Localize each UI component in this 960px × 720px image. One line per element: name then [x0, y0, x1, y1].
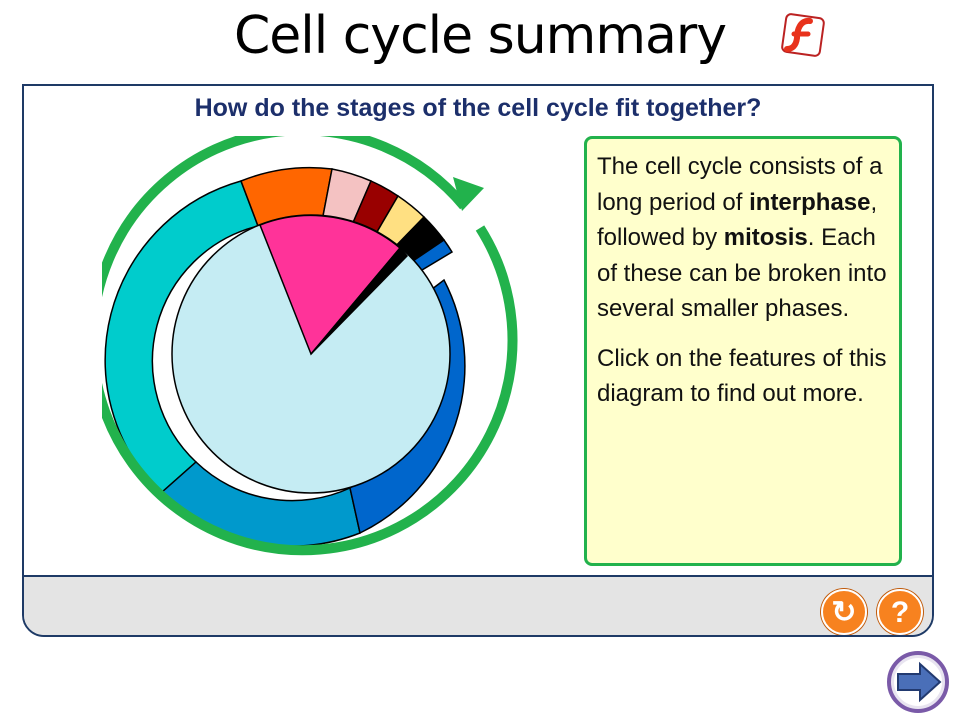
next-button[interactable] [886, 650, 950, 714]
content-panel: How do the stages of the cell cycle fit … [22, 84, 934, 637]
cycle-arrow-head [453, 177, 484, 211]
info-paragraph-1: The cell cycle consists of a long period… [597, 153, 887, 322]
cycle-arrow[interactable] [102, 136, 518, 556]
flash-logo-icon [781, 13, 825, 57]
reset-button[interactable]: ↻ [821, 589, 867, 635]
reset-icon: ↻ [831, 596, 857, 629]
next-arrow-icon [897, 661, 942, 703]
diagram-question: How do the stages of the cell cycle fit … [194, 94, 762, 122]
cytokinesis-wedge[interactable] [310, 246, 409, 355]
info-paragraph-2: Click on the features of this diagram to… [597, 344, 887, 408]
cell-cycle-diagram [102, 136, 518, 556]
mitosis-term: mitosis [723, 224, 808, 251]
help-icon: ? [890, 596, 910, 629]
interphase-term: interphase [749, 188, 871, 216]
slide-title: Cell cycle summary [233, 6, 727, 66]
help-button[interactable]: ? [877, 589, 923, 635]
panel-footer [24, 575, 932, 635]
mitosis-wedge[interactable] [259, 214, 402, 356]
info-box: The cell cycle consists of a long period… [584, 136, 902, 566]
